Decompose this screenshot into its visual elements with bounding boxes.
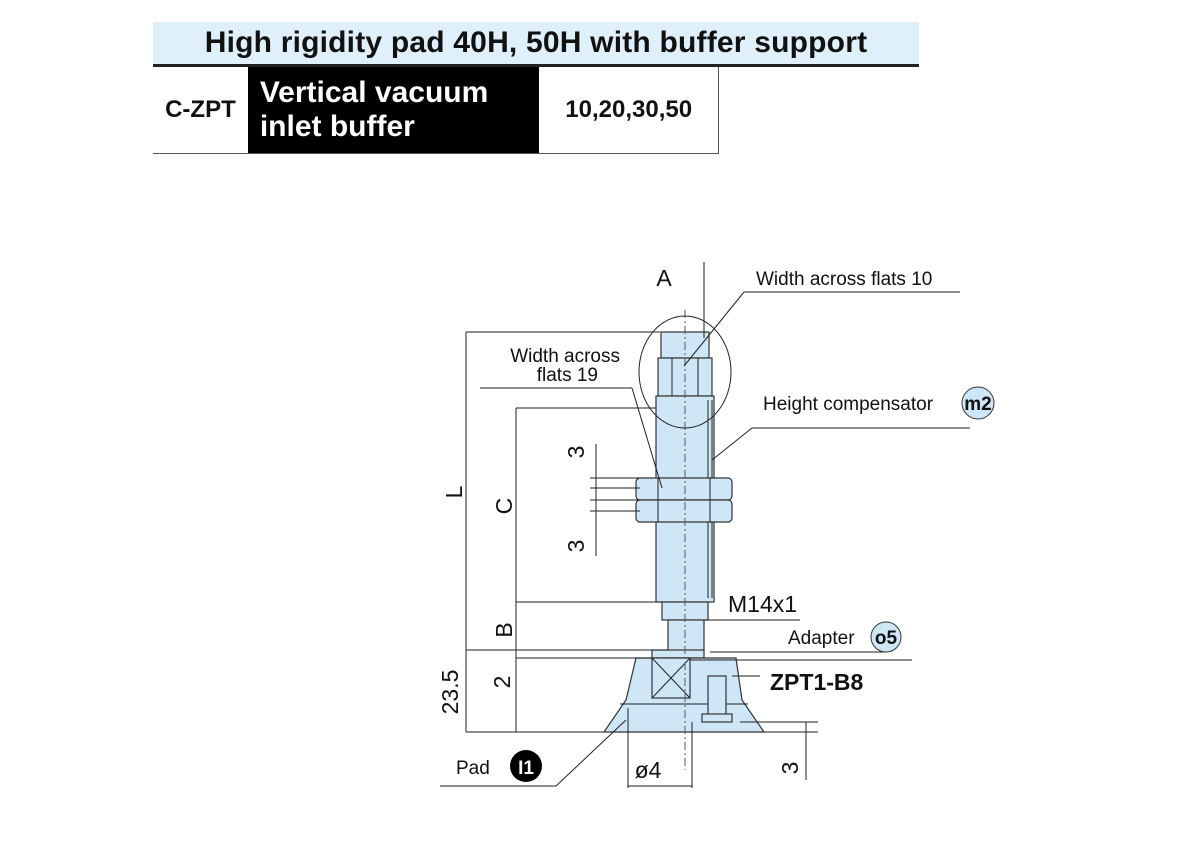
detail-circle	[638, 315, 732, 429]
page-title: High rigidity pad 40H, 50H with buffer s…	[153, 22, 919, 67]
pad-label: Pad	[456, 758, 490, 779]
flats10-label: Width across flats 10	[756, 269, 932, 290]
buffer-type: Vertical vacuum inlet buffer	[247, 67, 540, 153]
dim-3-bottom-label: 3	[563, 540, 589, 553]
thread-label: M14x1	[728, 591, 797, 617]
pad-code: I1	[518, 758, 534, 779]
adapter-code: o5	[875, 628, 898, 649]
dim-3-right-label: 3	[777, 762, 803, 775]
flats19-label-line2: flats 19	[537, 365, 598, 386]
title-text: High rigidity pad 40H, 50H with buffer s…	[204, 26, 868, 59]
buffer-type-line1: Vertical vacuum	[259, 76, 489, 109]
height-comp-label: Height compensator	[763, 394, 934, 415]
pad-fitting	[707, 675, 727, 717]
model-code: C-ZPT	[165, 96, 236, 123]
stroke-options: 10,20,30,50	[539, 67, 719, 153]
height-comp-code: m2	[964, 394, 991, 415]
flats19-label-line1: Width across	[510, 346, 620, 367]
dim-a-label: A	[656, 265, 672, 291]
lock-nut-upper	[635, 477, 733, 501]
adapter-model-label: ZPT1-B8	[770, 669, 864, 695]
height-comp-code-circle	[961, 386, 995, 420]
dim-235-label: 23.5	[437, 670, 463, 715]
pad-fitting-base	[701, 713, 733, 723]
dim-l-label: L	[441, 485, 467, 498]
lock-nut-lower	[635, 499, 733, 523]
adapter-flange	[651, 649, 705, 659]
pad-code-circle	[510, 750, 542, 782]
dim-3-top-label: 3	[563, 446, 589, 459]
rod	[667, 619, 705, 653]
adapter-label: Adapter	[788, 628, 855, 649]
dim-b-label: B	[491, 622, 517, 637]
adapter-code-circle	[870, 621, 902, 653]
dim-2-label: 2	[489, 676, 515, 689]
spec-row: C-ZPT Vertical vacuum inlet buffer 10,20…	[153, 67, 719, 154]
dim-dia-label: ø4	[635, 757, 662, 783]
buffer-type-line2: inlet buffer	[259, 110, 415, 143]
dim-c-label: C	[491, 498, 517, 515]
